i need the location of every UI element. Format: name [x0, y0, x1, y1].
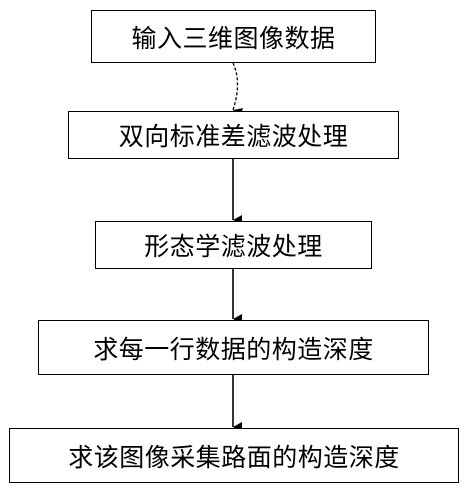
- step-label: 求每一行数据的构造深度: [93, 334, 374, 364]
- step-bidirectional-std-filter: 双向标准差滤波处理: [68, 111, 399, 159]
- step-label: 输入三维图像数据: [131, 23, 336, 53]
- step-label: 形态学滤波处理: [144, 232, 323, 261]
- step-label: 求该图像采集路面的构造深度: [68, 442, 400, 472]
- step-road-surface-texture-depth: 求该图像采集路面的构造深度: [9, 428, 459, 483]
- step-label: 双向标准差滤波处理: [118, 122, 349, 151]
- step-morphological-filter: 形态学滤波处理: [95, 221, 372, 269]
- arrow-step1-to-step2: [232, 62, 244, 118]
- step-row-texture-depth: 求每一行数据的构造深度: [38, 320, 429, 375]
- step-input-3d-image-data: 输入三维图像数据: [91, 10, 376, 63]
